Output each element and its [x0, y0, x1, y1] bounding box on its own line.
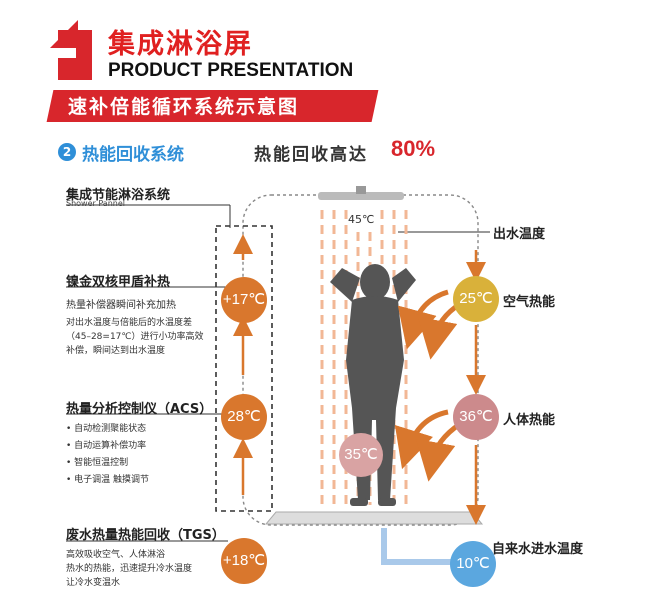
outlet-temp: 45℃ [348, 213, 375, 226]
tgs-title: 废水热量热能回收（TGS） [66, 528, 225, 543]
step-number-badge: 2 [58, 143, 76, 161]
tgs-desc-2: 热水的热能，迅速提升冷水温度 [66, 564, 193, 574]
recovery-temp-circle: +18℃ [221, 538, 267, 584]
shower-head-icon [318, 192, 404, 200]
body-temp-circle: 36℃ [453, 394, 499, 440]
system-subtitle: Shower Pannel [66, 199, 125, 208]
acs-title: 热量分析控制仪（ACS） [66, 402, 213, 417]
body-heat-label: 人体热能 [503, 413, 556, 428]
inlet-label: 自来水进水温度 [492, 542, 584, 557]
recovery-label: 热能回收高达 [254, 145, 368, 165]
acs-bullet: • 自动检测聚能状态 [66, 424, 147, 434]
tgs-desc-3: 让冷水变温水 [66, 578, 121, 588]
acs-bullet: • 电子调温 触摸调节 [66, 475, 150, 485]
system-title: 集成节能淋浴系统 [66, 188, 171, 203]
air-heat-label: 空气热能 [503, 295, 556, 310]
nickel-subtitle: 热量补偿器瞬间补充加热 [66, 300, 176, 311]
tgs-desc-1: 高效吸收空气、人体淋浴 [66, 550, 166, 560]
inlet-temp-circle: 10℃ [450, 541, 496, 587]
shower-tray [264, 511, 484, 525]
nickel-desc-1: 对出水温度与倍能后的水温度差 [66, 318, 193, 328]
heat-arcs [394, 289, 462, 482]
acs-bullet: • 自动运算补偿功率 [66, 441, 147, 451]
nickel-desc-3: 补偿，瞬间达到出水温度 [66, 346, 166, 356]
nickel-desc-2: （45–28=17℃）进行小功率高效 [66, 332, 204, 342]
page-subtitle: PRODUCT PRESENTATION [108, 60, 354, 81]
air-temp-circle: 25℃ [453, 276, 499, 322]
heater-box [215, 225, 273, 512]
body-center-temp-circle: 35℃ [339, 433, 383, 477]
boost-temp-circle: +17℃ [221, 277, 267, 323]
section-title: 热能回收系统 [82, 145, 184, 165]
banner-title: 速补倍能循环系统示意图 [68, 96, 300, 118]
mid-temp-circle: 28℃ [221, 394, 267, 440]
outlet-label: 出水温度 [493, 227, 546, 242]
logo-icon [50, 20, 92, 80]
inlet-pipe [381, 528, 460, 565]
nickel-title: 镍金双核甲盾补热 [66, 275, 171, 290]
recovery-value: 80% [391, 136, 436, 161]
acs-bullet: • 智能恒温控制 [66, 458, 129, 468]
page-title: 集成淋浴屏 [108, 29, 253, 60]
